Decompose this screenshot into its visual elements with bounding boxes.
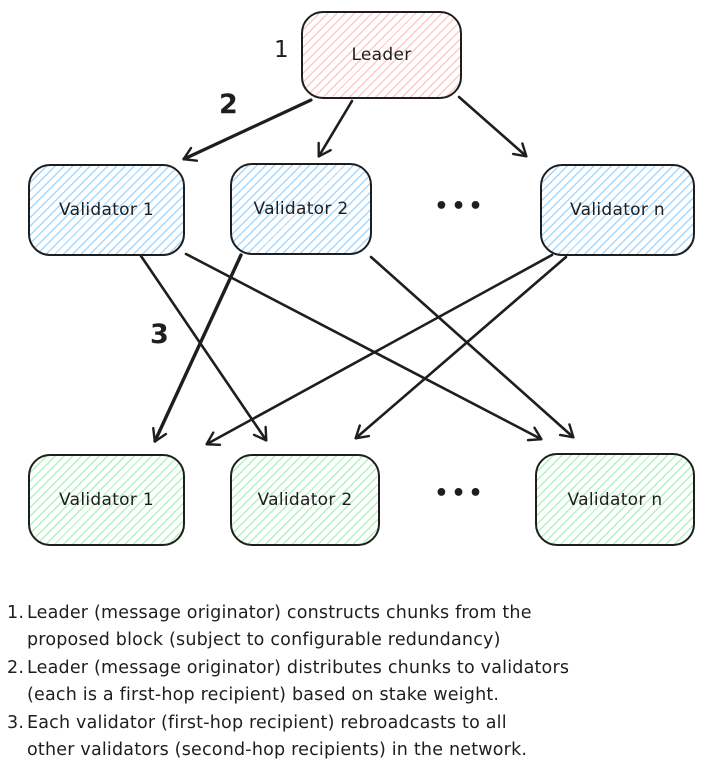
note-2-text: Leader (message originator) distributes …	[27, 655, 697, 710]
arrow-leader-to-validator2	[317, 99, 354, 158]
arrow-group	[139, 95, 575, 447]
step-2-label: 2	[219, 89, 238, 120]
second-hop-validator-n-label: Validator n	[567, 489, 663, 510]
first-hop-validator-2-label: Validator 2	[253, 199, 349, 219]
note-1-text: Leader (message originator) constructs c…	[27, 600, 697, 655]
note-item-1: 1. Leader (message originator) construct…	[7, 600, 697, 655]
notes-list: 1. Leader (message originator) construct…	[7, 600, 697, 764]
note-3-line-2: other validators (second-hop recipients)…	[27, 740, 528, 761]
leader-node: Leader	[301, 11, 462, 99]
note-3-text: Each validator (first-hop recipient) reb…	[27, 710, 697, 764]
note-2-number: 2.	[7, 657, 25, 678]
note-1-line-1: Leader (message originator) constructs c…	[27, 603, 532, 623]
step-1-label: 1	[274, 37, 289, 63]
first-hop-validator-1-label: Validator 1	[59, 200, 154, 220]
arrow-vn-to-bottom-v1	[205, 253, 554, 447]
arrow-v1-to-bottom-v2	[139, 254, 268, 442]
note-3-line-1: Each validator (first-hop recipient) reb…	[27, 712, 507, 733]
second-hop-validator-1: Validator 1	[28, 454, 185, 546]
arrow-leader-to-validator1	[182, 98, 313, 162]
first-hop-ellipsis: •••	[434, 194, 486, 219]
note-3-number: 3.	[7, 712, 25, 733]
second-hop-validator-2-label: Validator 2	[257, 490, 353, 510]
first-hop-validator-n-label: Validator n	[570, 200, 665, 220]
first-hop-validator-1: Validator 1	[28, 164, 185, 256]
note-item-2: 2. Leader (message originator) distribut…	[7, 655, 697, 710]
note-1-line-2: proposed block (subject to configurable …	[27, 630, 501, 651]
step-3-label: 3	[150, 319, 169, 350]
note-2-line-2: (each is a first-hop recipient) based on…	[27, 685, 500, 706]
leader-label: Leader	[351, 45, 412, 65]
second-hop-validator-n: Validator n	[535, 453, 695, 546]
note-item-3: 3. Each validator (first-hop recipient) …	[7, 710, 697, 764]
second-hop-ellipsis: •••	[434, 481, 486, 506]
note-1-number: 1.	[7, 603, 25, 623]
first-hop-validator-2: Validator 2	[230, 163, 372, 255]
arrow-layer	[139, 95, 575, 447]
arrow-v2-to-bottom-v1	[152, 253, 243, 443]
arrow-leader-to-validatorn	[457, 95, 528, 158]
note-2-line-1: Leader (message originator) distributes …	[27, 657, 570, 678]
second-hop-validator-2: Validator 2	[230, 454, 380, 546]
arrow-v2-to-bottom-vn	[369, 255, 575, 439]
first-hop-validator-n: Validator n	[540, 164, 695, 256]
arrow-vn-to-bottom-v2	[354, 255, 568, 440]
arrow-v1-to-bottom-vn	[184, 252, 543, 442]
second-hop-validator-1-label: Validator 1	[59, 490, 154, 510]
